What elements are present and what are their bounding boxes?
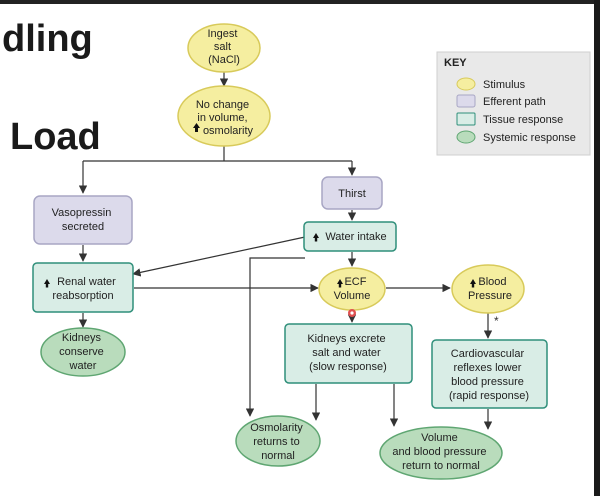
cardio-line-1: Cardiovascular xyxy=(451,348,525,360)
excrete-line-2: salt and water xyxy=(312,347,381,359)
conserve-line-1: Kidneys xyxy=(62,332,102,344)
legend-swatch-tissue xyxy=(456,112,476,126)
excrete-line-1: Kidneys excrete xyxy=(307,333,385,345)
osmolarity-line-1: Osmolarity xyxy=(250,422,303,434)
thirst-label: Thirst xyxy=(338,188,366,200)
bp-line-2: Pressure xyxy=(468,290,512,302)
legend-label-tissue: Tissue response xyxy=(483,114,563,126)
svg-text:Osmolarity returns to: Osmolarity returns to normal xyxy=(250,422,306,462)
ingest-line-3: (NaCl) xyxy=(208,54,240,66)
up-arrow-icon xyxy=(470,279,476,288)
up-arrow-icon xyxy=(337,279,343,288)
node-kidneys-conserve: Kidneys conserve water xyxy=(40,327,126,377)
ingest-line-1: Ingest xyxy=(207,28,237,40)
renal-line-1: Renal water xyxy=(57,276,116,288)
svg-text:ECF Volume: ECF Volume xyxy=(334,276,371,302)
top-border xyxy=(0,0,600,4)
svg-text:Ingest salt (NaCl): Ingest salt (NaCl) xyxy=(207,28,240,66)
cardio-line-4: (rapid response) xyxy=(449,390,529,402)
legend-label-systemic: Systemic response xyxy=(483,132,576,144)
water-intake-label: Water intake xyxy=(325,231,386,243)
svg-text:Renal water reabsorption: Renal water reabsorption xyxy=(52,276,118,302)
node-kidneys-excrete: Kidneys excrete salt and water (slow res… xyxy=(284,323,413,384)
svg-text:Kidneys excrete salt and: Kidneys excrete salt and water (slow res… xyxy=(307,333,388,373)
vasopressin-line-1: Vasopressin xyxy=(52,207,112,219)
osmolarity-line-2: returns to xyxy=(253,436,299,448)
legend-label-efferent: Efferent path xyxy=(483,96,546,108)
up-arrow-icon xyxy=(193,123,200,132)
node-blood-pressure: Blood Pressure xyxy=(451,264,525,314)
svg-text:Blood Pressure: Blood Pressure xyxy=(468,276,512,302)
node-cardiovascular-reflexes: Cardiovascular reflexes lower blood pres… xyxy=(431,339,548,409)
conserve-line-3: water xyxy=(69,360,97,372)
volume-line-3: return to normal xyxy=(402,460,480,472)
nochange-line-2: in volume, xyxy=(197,112,247,124)
svg-text:Cardiovascular reflexes: Cardiovascular reflexes lower blood pres… xyxy=(449,348,529,402)
conserve-line-2: conserve xyxy=(59,346,104,358)
nochange-line-3: osmolarity xyxy=(203,125,254,137)
cardio-line-2: reflexes lower xyxy=(454,362,522,374)
vasopressin-line-2: secreted xyxy=(62,221,104,233)
node-no-change: No change in volume, osmolarity xyxy=(177,85,271,147)
node-renal-reabsorption: Renal water reabsorption xyxy=(32,262,134,313)
legend-swatch-efferent xyxy=(456,94,476,108)
svg-text:Vasopressin secreted: Vasopressin secreted xyxy=(52,207,115,233)
up-arrow-icon xyxy=(44,279,50,288)
svg-text:Volume and blood pressur: Volume and blood pressure return to norm… xyxy=(392,432,489,472)
legend-label-stimulus: Stimulus xyxy=(483,79,526,91)
svg-text:Kidneys conserve w: Kidneys conserve water xyxy=(59,332,107,372)
arrow-intake-to-osmolarity xyxy=(245,257,305,417)
node-water-intake: Water intake xyxy=(303,221,397,252)
connectors xyxy=(78,72,493,430)
bp-line-1: Blood xyxy=(478,276,506,288)
node-thirst: Thirst xyxy=(321,176,383,210)
legend-swatch-systemic xyxy=(456,130,476,144)
title-fragment-top: dling xyxy=(2,18,93,60)
node-volume-bp-normal: Volume and blood pressure return to norm… xyxy=(379,426,503,480)
legend-swatch-stimulus xyxy=(456,77,476,91)
node-ingest-salt: Ingest salt (NaCl) xyxy=(187,23,261,73)
legend-key: KEY Stimulus Efferent path Tissue respon… xyxy=(436,51,591,156)
cardio-line-3: blood pressure xyxy=(451,376,524,388)
asterisk-mark: * xyxy=(494,314,499,328)
osmolarity-line-3: normal xyxy=(261,450,295,462)
node-ecf-volume: ECF Volume xyxy=(318,267,386,311)
svg-text:No change in volume,: No change in volume, osmolarity xyxy=(196,99,254,137)
arrow-intake-to-renal xyxy=(132,236,306,277)
nochange-line-1: No change xyxy=(196,99,249,111)
node-vasopressin: Vasopressin secreted xyxy=(33,195,133,245)
cursor-marker-icon xyxy=(348,309,356,317)
node-osmolarity-normal: Osmolarity returns to normal xyxy=(235,415,321,467)
legend-title: KEY xyxy=(444,57,467,69)
ecf-line-2: Volume xyxy=(334,290,371,302)
ecf-line-1: ECF xyxy=(344,276,366,288)
volume-line-2: and blood pressure xyxy=(392,446,486,458)
ingest-line-2: salt xyxy=(214,41,231,53)
renal-line-2: reabsorption xyxy=(52,290,113,302)
title-fragment-bottom: Load xyxy=(10,116,101,158)
excrete-line-3: (slow response) xyxy=(309,361,387,373)
up-arrow-icon xyxy=(313,233,319,242)
right-border xyxy=(594,0,600,496)
volume-line-1: Volume xyxy=(421,432,458,444)
